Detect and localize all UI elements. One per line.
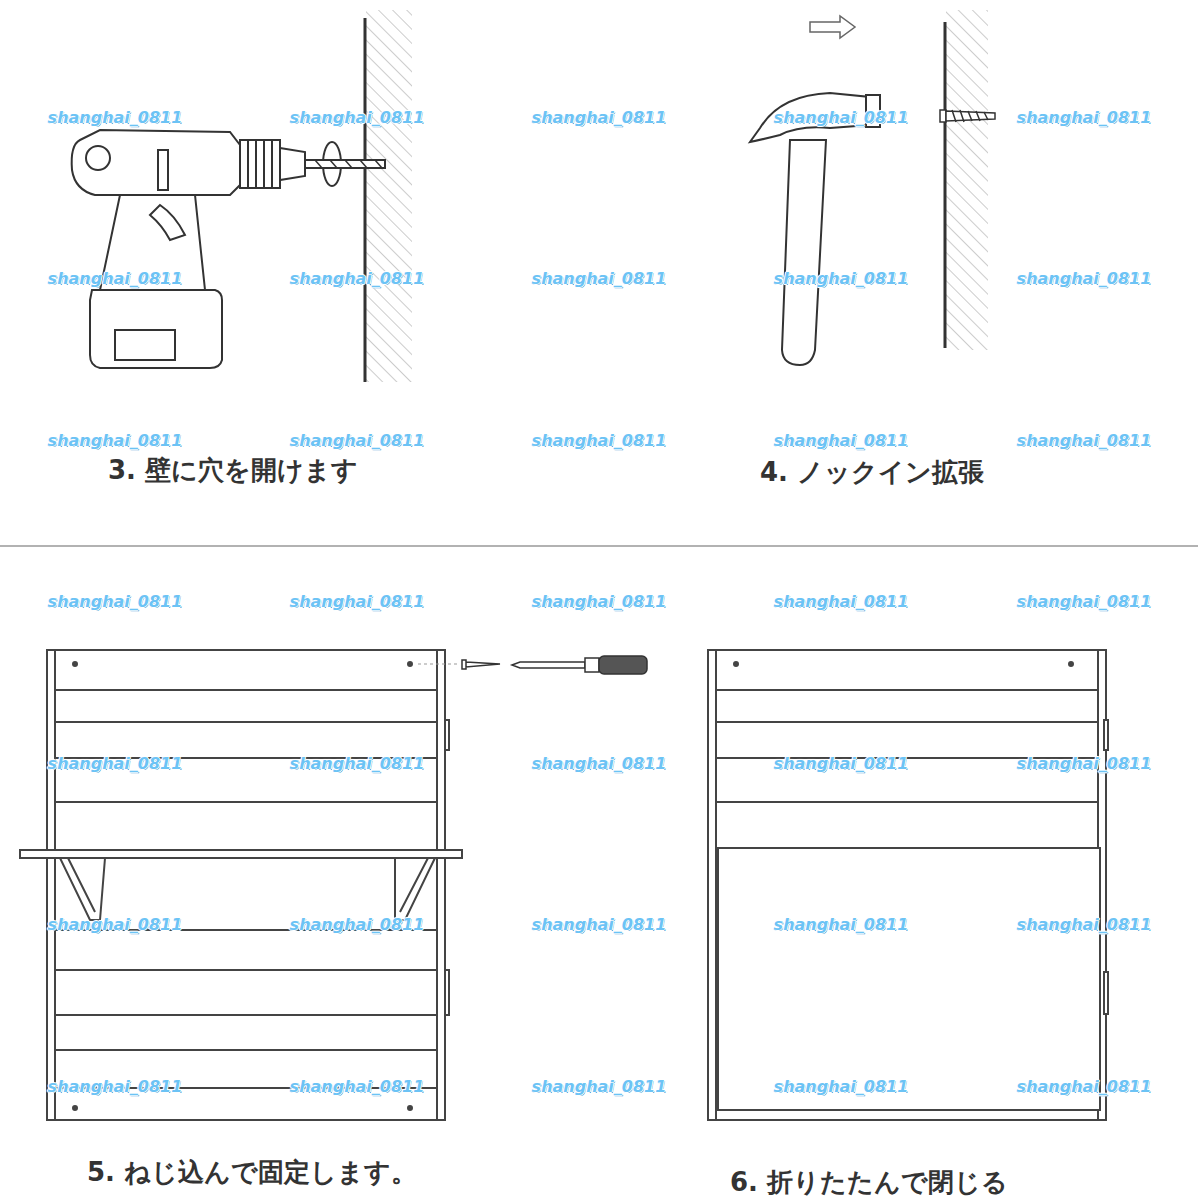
watermark: shanghai_0811 bbox=[1017, 915, 1152, 934]
watermark: shanghai_0811 bbox=[48, 108, 183, 127]
watermark: shanghai_0811 bbox=[532, 754, 667, 773]
watermark: shanghai_0811 bbox=[774, 269, 909, 288]
wall-hatch bbox=[366, 10, 412, 382]
watermark: shanghai_0811 bbox=[48, 592, 183, 611]
wall-hatch bbox=[946, 10, 988, 350]
watermark: shanghai_0811 bbox=[1017, 754, 1152, 773]
step-caption: 5. ねじ込んで固定します。 bbox=[87, 1155, 417, 1190]
watermark: shanghai_0811 bbox=[290, 431, 425, 450]
watermark: shanghai_0811 bbox=[774, 108, 909, 127]
watermark: shanghai_0811 bbox=[532, 431, 667, 450]
watermark: shanghai_0811 bbox=[532, 1077, 667, 1096]
watermark: shanghai_0811 bbox=[290, 754, 425, 773]
watermark: shanghai_0811 bbox=[1017, 269, 1152, 288]
wall bbox=[944, 22, 947, 348]
watermark: shanghai_0811 bbox=[774, 1077, 909, 1096]
step-caption: 4. ノックイン拡張 bbox=[760, 455, 984, 490]
watermark: shanghai_0811 bbox=[48, 269, 183, 288]
watermark: shanghai_0811 bbox=[290, 1077, 425, 1096]
watermark: shanghai_0811 bbox=[290, 592, 425, 611]
separator bbox=[0, 545, 1198, 547]
watermark: shanghai_0811 bbox=[48, 1077, 183, 1096]
wall-cabinet-closed bbox=[708, 650, 1108, 1120]
watermark: shanghai_0811 bbox=[1017, 108, 1152, 127]
wall-cabinet-open bbox=[20, 650, 462, 1120]
watermark: shanghai_0811 bbox=[774, 915, 909, 934]
watermark: shanghai_0811 bbox=[48, 431, 183, 450]
guide-line bbox=[418, 664, 460, 665]
watermark: shanghai_0811 bbox=[1017, 1077, 1152, 1096]
watermark: shanghai_0811 bbox=[532, 592, 667, 611]
watermark: shanghai_0811 bbox=[532, 915, 667, 934]
watermark: shanghai_0811 bbox=[774, 431, 909, 450]
step-caption: 6. 折りたたんで閉じる bbox=[730, 1165, 1008, 1200]
screw-and-screwdriver bbox=[462, 656, 647, 674]
wall bbox=[364, 18, 367, 382]
screw-anchor bbox=[940, 110, 995, 122]
watermark: shanghai_0811 bbox=[1017, 592, 1152, 611]
drill bbox=[72, 130, 385, 368]
hammer bbox=[750, 93, 880, 365]
watermark: shanghai_0811 bbox=[532, 269, 667, 288]
watermark: shanghai_0811 bbox=[48, 915, 183, 934]
direction-arrow bbox=[810, 16, 855, 38]
watermark: shanghai_0811 bbox=[1017, 431, 1152, 450]
watermark: shanghai_0811 bbox=[290, 108, 425, 127]
watermark: shanghai_0811 bbox=[774, 754, 909, 773]
watermark: shanghai_0811 bbox=[290, 269, 425, 288]
watermark: shanghai_0811 bbox=[48, 754, 183, 773]
watermark: shanghai_0811 bbox=[290, 915, 425, 934]
watermark: shanghai_0811 bbox=[774, 592, 909, 611]
watermark: shanghai_0811 bbox=[532, 108, 667, 127]
step-caption: 3. 壁に穴を開けます bbox=[108, 453, 358, 488]
